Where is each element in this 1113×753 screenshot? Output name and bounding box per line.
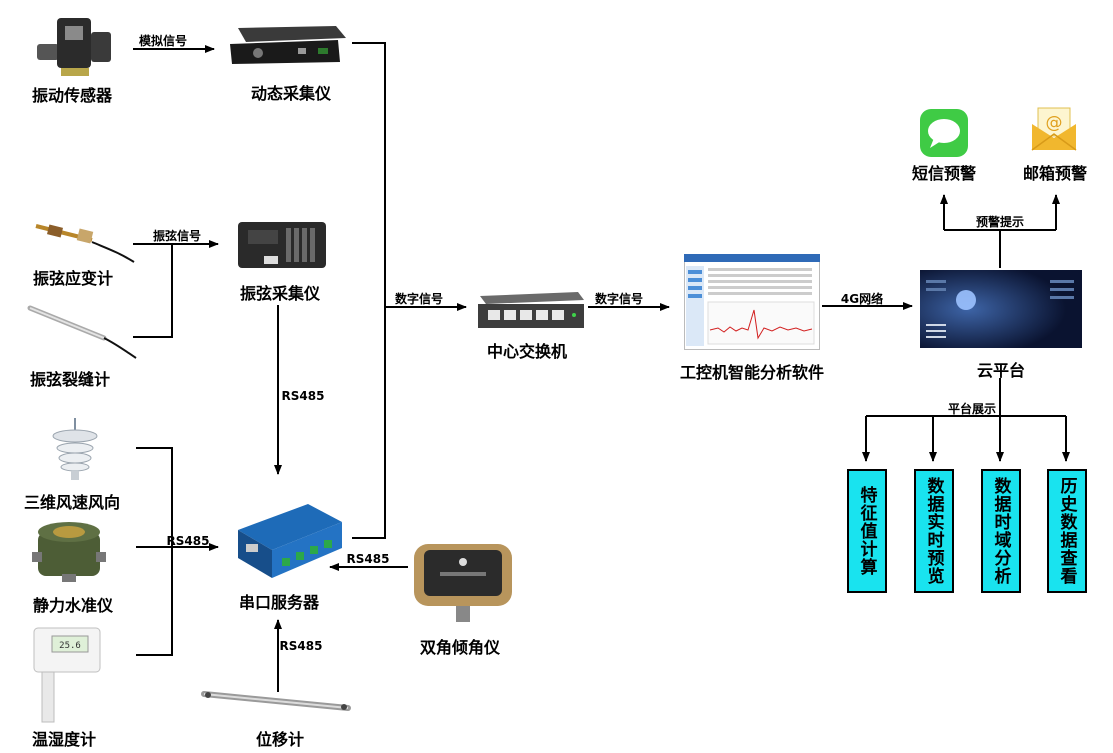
dynamic-collector-label: 动态采集仪 [250,84,332,103]
vw-collector-label: 振弦采集仪 [239,284,321,303]
email-label: 邮箱预警 [1022,164,1088,183]
inclinometer-label: 双角倾角仪 [419,638,501,657]
software-label: 工控机智能分析软件 [679,363,825,382]
svg-text:25.6: 25.6 [59,641,81,651]
static-level-image [32,522,106,582]
vw-collector-image [238,222,326,268]
alert-tip-label: 预警提示 [975,215,1025,229]
digital-signal-label-1: 数字信号 [394,292,444,306]
output-text-history: 历史数据查看 [1056,477,1077,585]
serial-server-image [238,504,342,578]
temp-humidity-image: 25.6 [33,627,101,723]
strain-gauge-label: 振弦应变计 [32,269,114,288]
analog-signal-label: 模拟信号 [138,34,188,48]
output-box-history: 历史数据查看 [1047,469,1087,593]
switch-image [478,292,584,328]
wind-sensor-label: 三维风速风向 [23,493,121,512]
rs485-up-label: RS485 [279,639,323,653]
sms-icon [920,109,968,157]
output-text-timedomain: 数据时域分析 [990,477,1011,585]
crack-meter-label: 振弦裂缝计 [29,370,111,389]
temp-humidity-label: 温湿度计 [31,730,97,749]
displacement-label: 位移计 [255,730,305,749]
vw-signal-label: 振弦信号 [152,229,202,243]
vibration-sensor-label: 振动传感器 [31,86,113,105]
email-icon: @ [1031,107,1077,151]
wind-sensor-image [52,418,98,480]
vibration-sensor-image [37,18,111,76]
strain-gauge-image [35,224,135,263]
platform-display-label: 平台展示 [947,402,997,416]
rs485-right-label: RS485 [346,552,390,566]
rs485-left-label: RS485 [166,534,210,548]
sms-label: 短信预警 [911,164,977,183]
output-box-timedomain: 数据时域分析 [981,469,1021,593]
cloud-label: 云平台 [976,361,1026,380]
digital-signal-label-2: 数字信号 [594,292,644,306]
software-screenshot [684,254,820,350]
dynamic-collector-image [230,26,346,64]
output-box-realtime: 数据实时预览 [914,469,954,593]
network-label: 4G网络 [840,292,884,306]
cloud-platform-image [920,270,1082,348]
rs485-down-label: RS485 [281,389,325,403]
static-level-label: 静力水准仪 [32,596,114,615]
displacement-image [201,691,351,711]
output-text-feature: 特征值计算 [856,486,877,576]
output-text-realtime: 数据实时预览 [923,477,944,585]
switch-label: 中心交换机 [486,342,568,361]
output-box-feature: 特征值计算 [847,469,887,593]
svg-text:@: @ [1046,113,1063,133]
inclinometer-image [414,544,512,622]
serial-server-label: 串口服务器 [238,593,320,612]
crack-meter-image [27,305,137,359]
